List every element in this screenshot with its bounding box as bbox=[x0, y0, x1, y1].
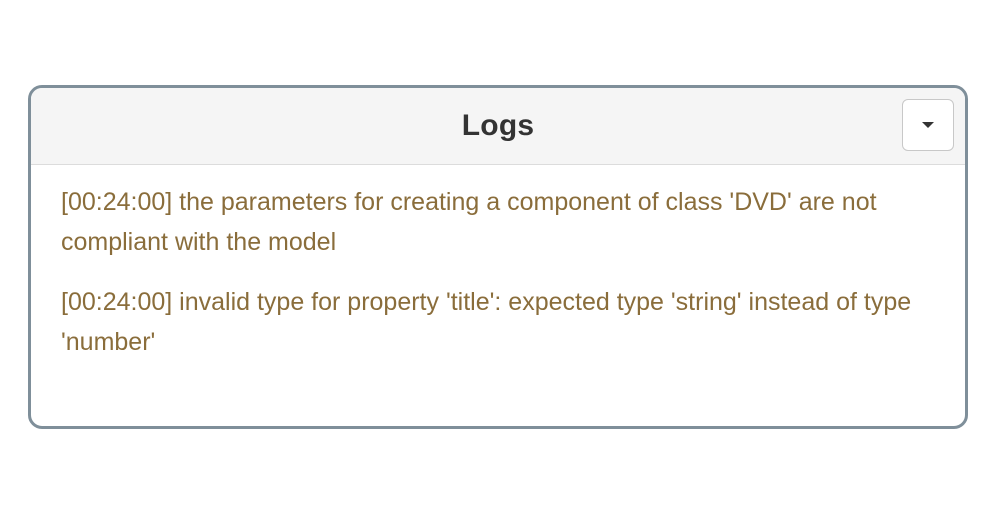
logs-panel: Logs [00:24:00] the parameters for creat… bbox=[28, 85, 968, 429]
caret-down-icon bbox=[922, 122, 934, 128]
logs-list: [00:24:00] the parameters for creating a… bbox=[31, 165, 965, 362]
log-entry: [00:24:00] the parameters for creating a… bbox=[61, 188, 877, 256]
panel-title: Logs bbox=[461, 109, 535, 142]
collapse-toggle-button[interactable] bbox=[902, 99, 954, 151]
logs-panel-header: Logs bbox=[31, 88, 965, 165]
log-entry: [00:24:00] invalid type for property 'ti… bbox=[61, 288, 912, 356]
